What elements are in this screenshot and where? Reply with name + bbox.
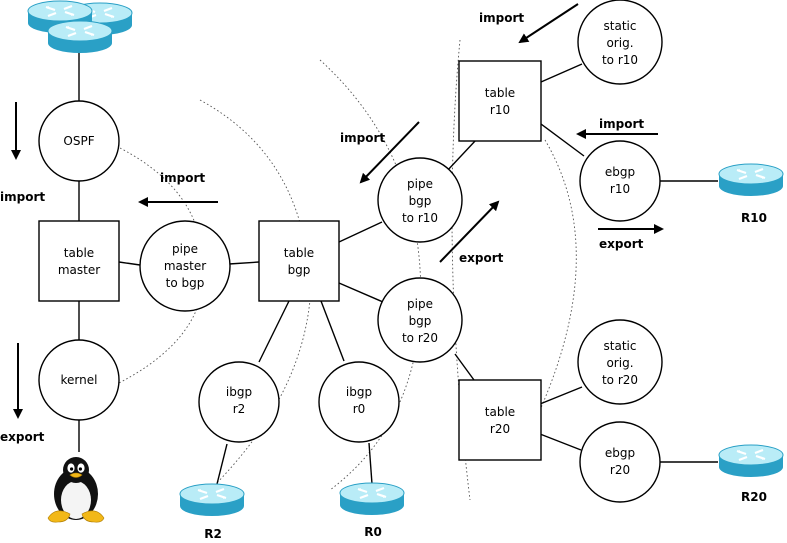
node-ebgp-r20-line1: ebgp — [605, 446, 635, 460]
node-kernel-label: kernel — [61, 373, 98, 387]
node-ebgp-r20-line2: r20 — [610, 463, 630, 477]
node-table-bgp-line2: bgp — [288, 263, 311, 277]
node-pipe-master-line1: pipe — [172, 242, 198, 256]
node-pipe-r20-line2: bgp — [409, 314, 432, 328]
router-label-r0: R0 — [364, 525, 382, 539]
node-ebgp-r20: ebgp r20 — [579, 421, 661, 503]
node-ibgp-r0-line2: r0 — [353, 402, 366, 416]
node-pipe-master-line3: to bgp — [166, 276, 205, 290]
node-ibgp-r2: ibgp r2 — [198, 361, 280, 443]
flow-labels: import export import import export impor… — [0, 11, 644, 444]
label-export-bgp: export — [459, 251, 504, 265]
router-icon — [717, 162, 785, 198]
router-ospf-cluster — [26, 0, 134, 55]
label-export-left: export — [0, 430, 45, 444]
router-icon — [178, 482, 246, 518]
node-ebgp-r10-line1: ebgp — [605, 165, 635, 179]
node-pipe-master: pipe master to bgp — [139, 220, 231, 312]
arrow-import-bgp — [359, 121, 420, 184]
node-pipe-r10: pipe bgp to r10 — [377, 157, 463, 243]
node-table-r20-line1: table — [485, 405, 515, 419]
linux-penguin-icon — [47, 457, 105, 523]
router-icon — [46, 19, 114, 55]
node-static-r10: static orig. to r10 — [577, 0, 663, 85]
router-icon — [717, 443, 785, 479]
label-import-left: import — [0, 190, 45, 204]
node-pipe-master-line2: master — [164, 259, 206, 273]
label-import-ebgp: import — [599, 117, 644, 131]
node-table-bgp: table bgp — [258, 220, 340, 302]
node-static-r20-line2: orig. — [606, 356, 633, 370]
node-ebgp-r10-line2: r10 — [610, 182, 630, 196]
node-ibgp-r2-line2: r2 — [233, 402, 246, 416]
router-label-r10: R10 — [741, 211, 767, 225]
arrow-import-top — [518, 3, 579, 44]
node-table-master: table master — [38, 220, 120, 302]
node-ibgp-r2-line1: ibgp — [226, 385, 252, 399]
node-ibgp-r0: ibgp r0 — [318, 361, 400, 443]
node-table-r10: table r10 — [458, 60, 542, 142]
node-static-r20-line3: to r20 — [602, 373, 638, 387]
node-static-r10-line1: static — [604, 19, 637, 33]
node-pipe-r10-line3: to r10 — [402, 211, 438, 225]
arrow-export-bgp — [439, 200, 500, 263]
router-label-r2: R2 — [204, 527, 222, 541]
node-table-r10-line1: table — [485, 86, 515, 100]
router-label-r20: R20 — [741, 490, 767, 504]
edges — [78, 50, 718, 485]
node-ospf-label: OSPF — [63, 134, 94, 148]
node-kernel: kernel — [38, 339, 120, 421]
node-static-r20: static orig. to r20 — [577, 319, 663, 405]
node-table-r20-line2: r20 — [490, 422, 510, 436]
dotted-arc-bgp-outer — [319, 59, 422, 491]
dotted-arc-r10-r20 — [539, 139, 577, 411]
label-import-bgp: import — [340, 131, 385, 145]
node-table-r10-line2: r10 — [490, 103, 510, 117]
node-ospf: OSPF — [38, 100, 120, 182]
node-pipe-r10-line1: pipe — [407, 177, 433, 191]
node-table-bgp-line1: table — [284, 246, 314, 260]
node-ebgp-r10: ebgp r10 — [579, 140, 661, 222]
label-import-top: import — [479, 11, 524, 25]
node-static-r20-line1: static — [604, 339, 637, 353]
flow-arrows — [11, 3, 664, 419]
node-static-r10-line2: orig. — [606, 36, 633, 50]
node-table-master-line1: table — [64, 246, 94, 260]
node-ibgp-r0-line1: ibgp — [346, 385, 372, 399]
label-import-master: import — [160, 171, 205, 185]
node-pipe-r20-line1: pipe — [407, 297, 433, 311]
node-table-master-line2: master — [58, 263, 100, 277]
router-icon — [338, 481, 406, 517]
node-pipe-r10-line2: bgp — [409, 194, 432, 208]
node-pipe-r20-line3: to r20 — [402, 331, 438, 345]
dotted-arc-master — [114, 147, 204, 386]
node-static-r10-line3: to r10 — [602, 53, 638, 67]
label-export-ebgp: export — [599, 237, 644, 251]
node-pipe-r20: pipe bgp to r20 — [377, 277, 463, 363]
node-table-r20: table r20 — [458, 379, 542, 461]
